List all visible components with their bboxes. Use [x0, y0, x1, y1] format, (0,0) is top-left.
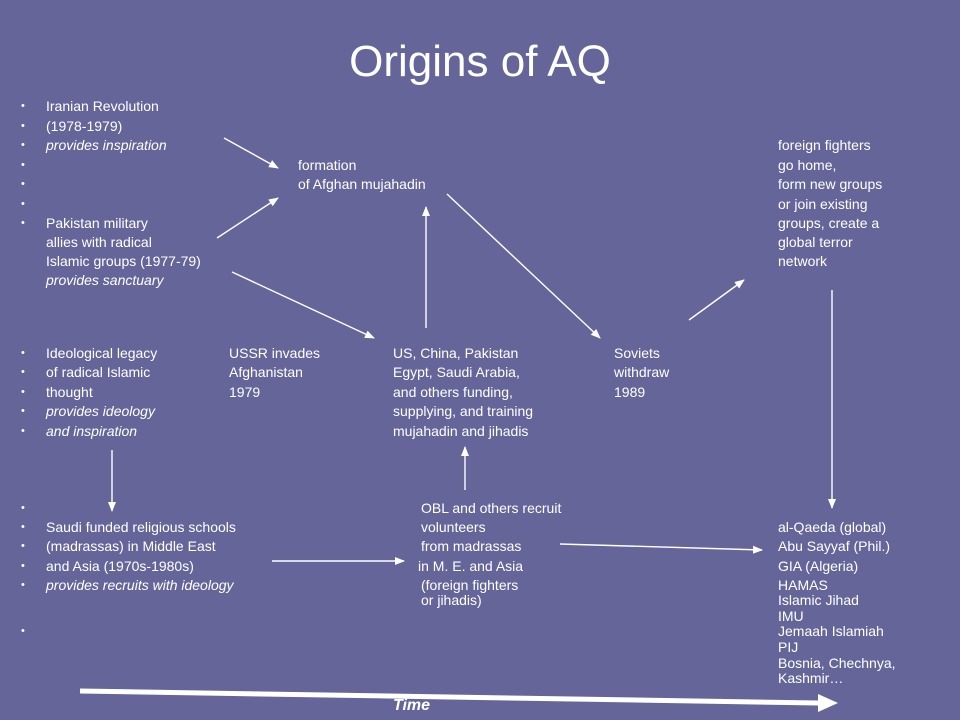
obl-line: in M. E. and Asia: [418, 558, 524, 574]
foreign-fighters-line: form new groups: [778, 176, 883, 192]
saudi-line: (madrassas) in Middle East: [46, 538, 216, 554]
bullet: •: [21, 347, 25, 359]
pakistan-line: provides sanctuary: [46, 272, 164, 288]
bullet: •: [21, 159, 25, 171]
group-line: Kashmir…: [778, 670, 844, 686]
saudi-line: and Asia (1970s-1980s): [46, 558, 194, 574]
ideological-line: and inspiration: [46, 423, 138, 439]
bullet: •: [21, 217, 25, 229]
pakistan-line: allies with radical: [46, 234, 152, 250]
bullet: •: [21, 100, 25, 112]
bullet: •: [21, 405, 25, 417]
group-line: GIA (Algeria): [778, 558, 859, 574]
time-arrow: [79, 688, 838, 712]
foreign-fighters-line: network: [778, 253, 828, 269]
foreign-fighters-line: go home,: [778, 157, 837, 173]
bullet: •: [21, 521, 25, 533]
bullet: •: [21, 579, 25, 591]
arrow-obl-to-groups: [559, 543, 763, 554]
us-china-line: and others funding,: [393, 384, 513, 400]
time-label: Time: [393, 697, 431, 714]
iranian-line: (1978-1979): [46, 118, 123, 134]
bullet: •: [21, 198, 25, 210]
arrow-pakistan-to-formation: [216, 197, 279, 239]
slide-title: Origins of AQ: [349, 37, 611, 86]
bullet: •: [21, 560, 25, 572]
foreign-fighters-line: groups, create a: [778, 215, 880, 231]
group-line: PIJ: [778, 639, 799, 655]
ussr-line: Afghanistan: [229, 364, 303, 380]
us-china-line: supplying, and training: [393, 403, 534, 419]
pakistan-line: Pakistan military: [46, 215, 148, 231]
us-china-line: mujahadin and jihadis: [393, 423, 529, 439]
obl-line: OBL and others recruit: [421, 500, 562, 516]
bullet: •: [21, 425, 25, 437]
saudi-line: provides recruits with ideology: [46, 577, 234, 593]
group-line: IMU: [778, 608, 804, 624]
ideological-line: thought: [46, 384, 93, 400]
bullet: •: [21, 120, 25, 132]
us-china-line: Egypt, Saudi Arabia,: [393, 364, 520, 380]
group-line: Jemaah Islamiah: [778, 623, 884, 639]
saudi-line: Saudi funded religious schools: [46, 519, 236, 535]
bullet: •: [21, 540, 25, 552]
group-line: HAMAS: [778, 577, 828, 593]
arrow-to-foreign-fighters: [688, 279, 745, 321]
group-line: Islamic Jihad: [778, 592, 859, 608]
obl-line: (foreign fighters: [421, 577, 519, 593]
foreign-fighters-line: or join existing: [778, 196, 868, 212]
iranian-line: Iranian Revolution: [46, 98, 159, 114]
iranian-line: provides inspiration: [46, 137, 167, 153]
soviets-line: 1989: [614, 384, 646, 400]
formation-line: of Afghan mujahadin: [298, 176, 426, 192]
foreign-fighters-line: foreign fighters: [778, 137, 871, 153]
soviets-line: Soviets: [614, 345, 660, 361]
group-line: al-Qaeda (global): [778, 519, 887, 535]
arrow-formation-to-soviets: [446, 193, 601, 339]
obl-line: volunteers: [421, 519, 486, 535]
foreign-fighters-line: global terror: [778, 234, 853, 250]
ideological-line: Ideological legacy: [46, 345, 158, 361]
ussr-line: USSR invades: [229, 345, 321, 361]
obl-line: or jihadis): [421, 592, 482, 608]
group-line: Abu Sayyaf (Phil.): [778, 538, 891, 554]
bullet: •: [21, 502, 25, 514]
ussr-line: 1979: [229, 384, 261, 400]
arrow-iran-to-formation: [223, 137, 279, 169]
group-line: Bosnia, Chechnya,: [778, 655, 896, 671]
arrow-pakistan-to-us-china: [231, 271, 375, 339]
bullet: •: [21, 386, 25, 398]
pakistan-line: Islamic groups (1977-79): [46, 253, 201, 269]
soviets-line: withdraw: [614, 364, 670, 380]
bullet: •: [21, 366, 25, 378]
obl-line: from madrassas: [421, 538, 522, 554]
bullet: •: [21, 178, 25, 190]
ideological-line: provides ideology: [46, 403, 155, 419]
formation-line: formation: [298, 157, 357, 173]
us-china-line: US, China, Pakistan: [393, 345, 519, 361]
bullet: •: [21, 625, 25, 637]
bullet: •: [21, 139, 25, 151]
ideological-line: of radical Islamic: [46, 364, 151, 380]
